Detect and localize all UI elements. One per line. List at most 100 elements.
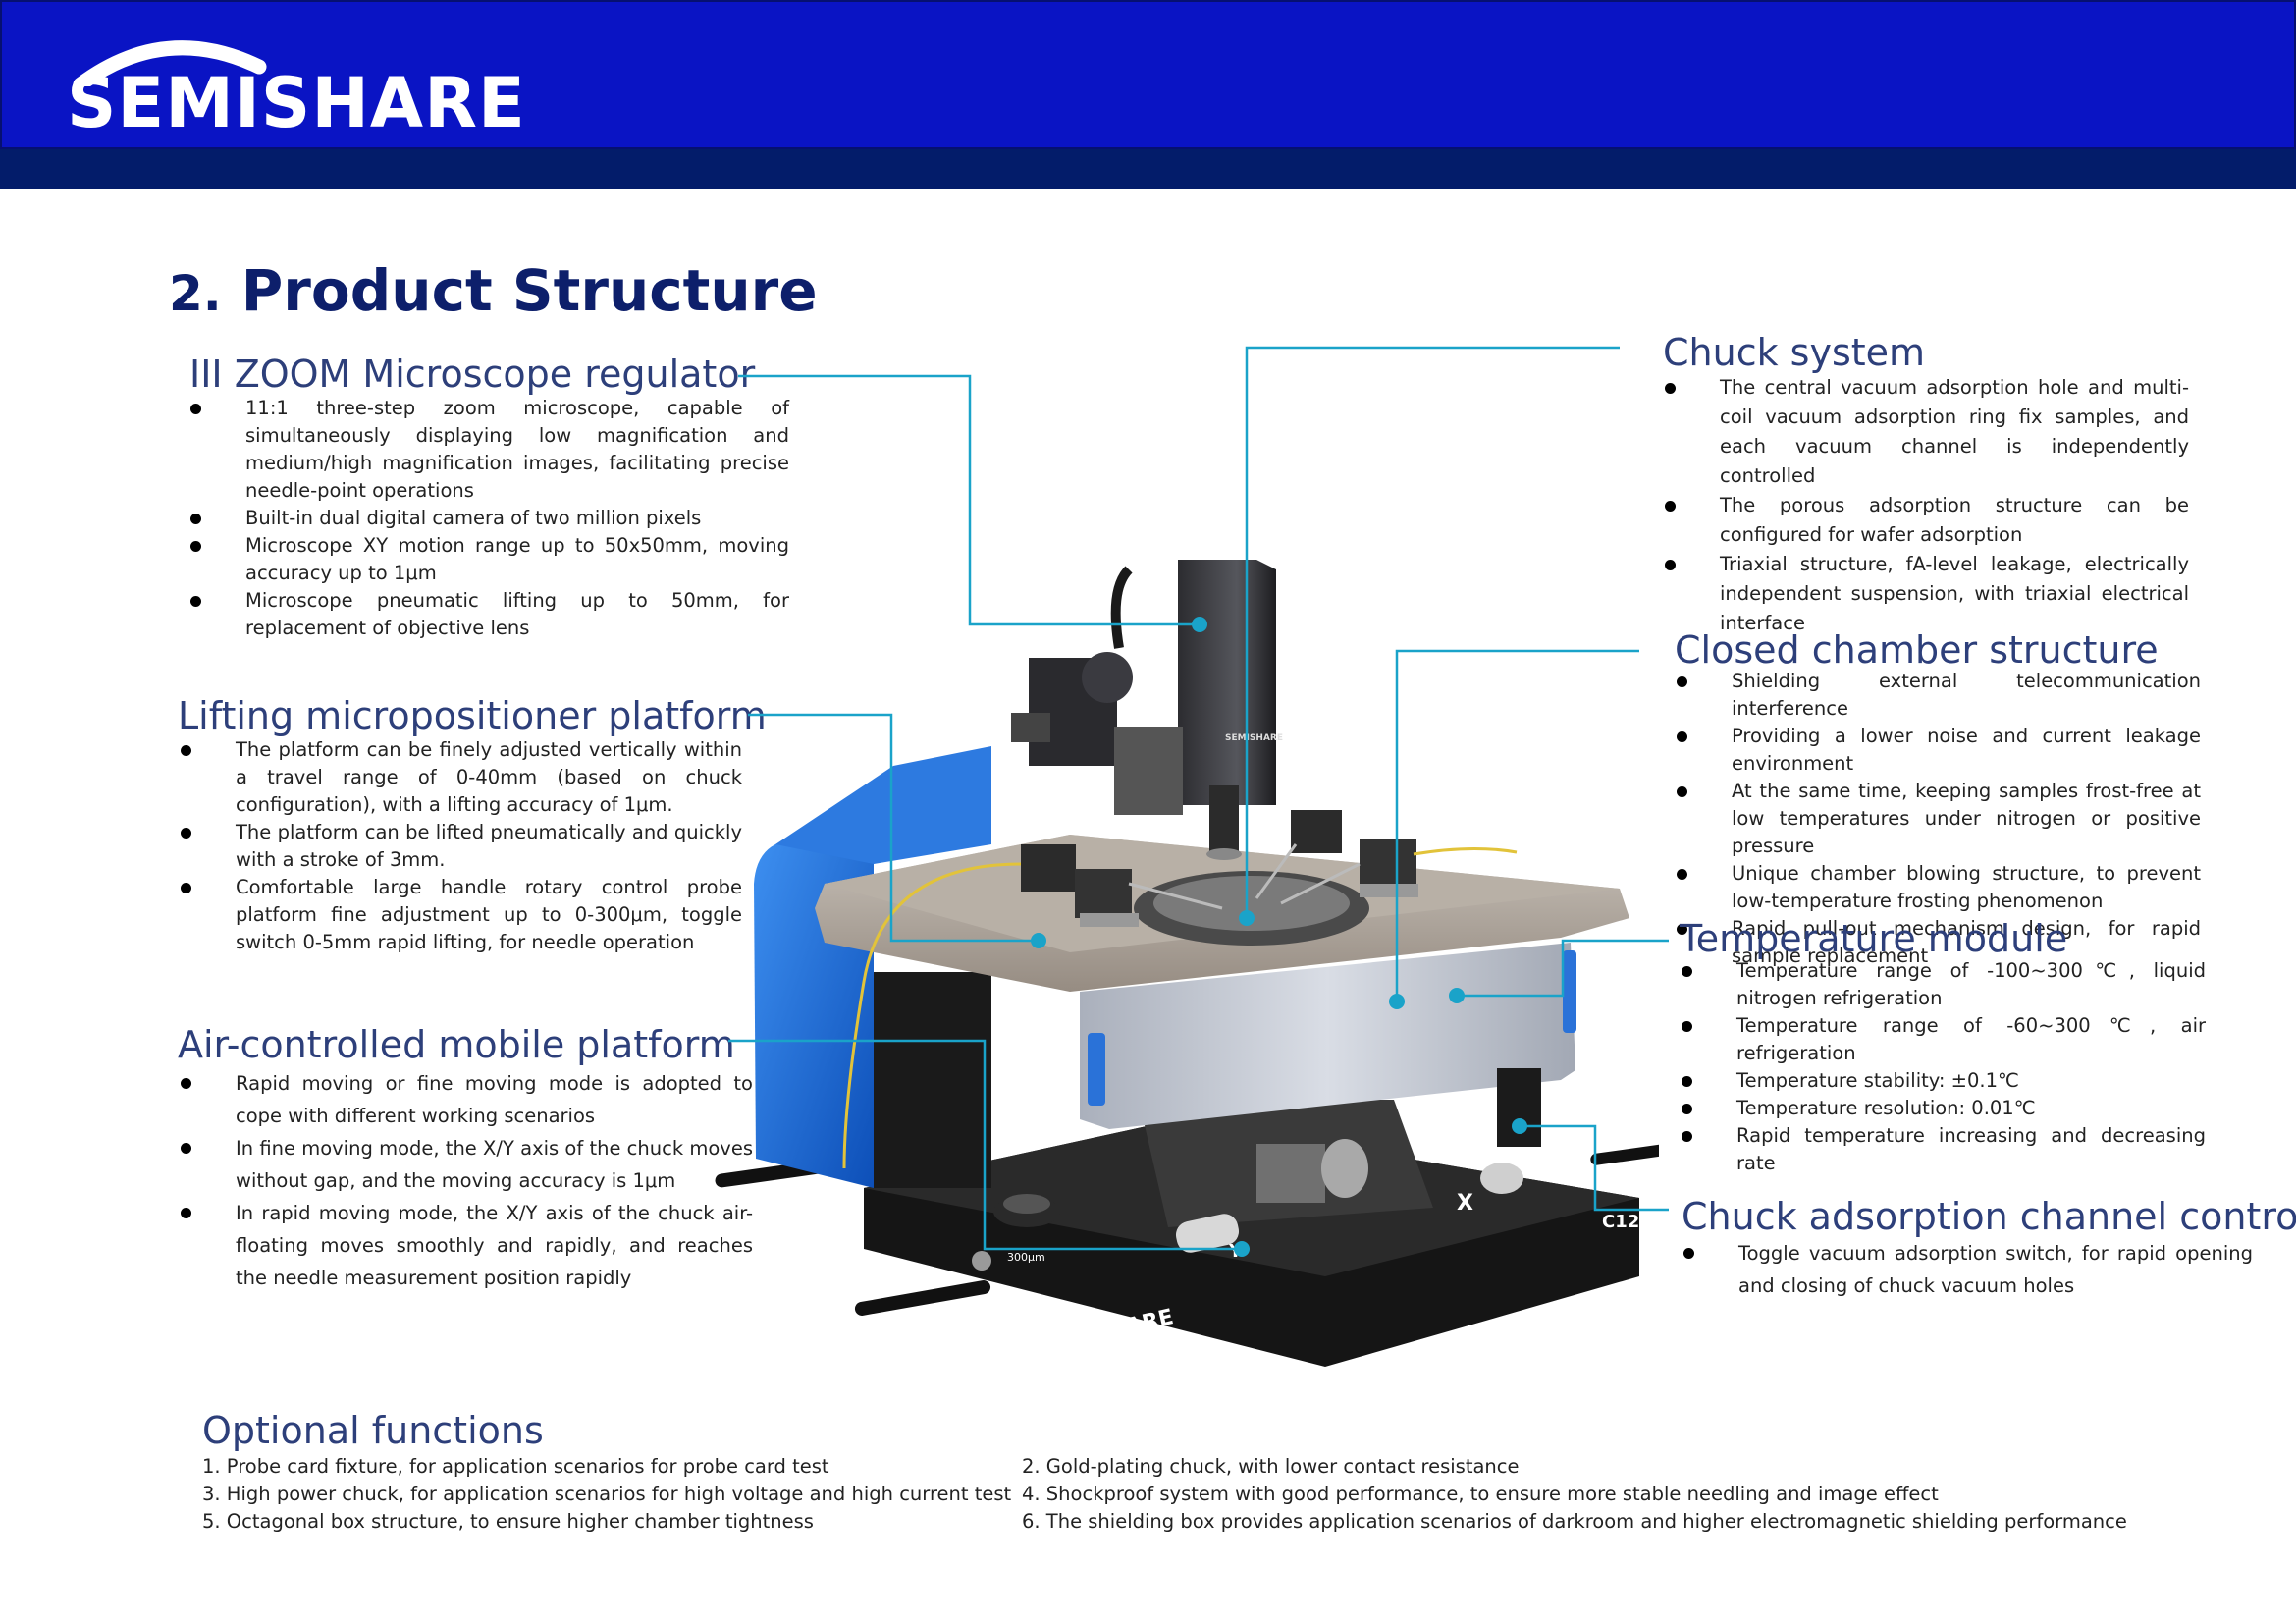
list-item: The platform can be finely adjusted vert… [181,736,742,819]
list-item: Built-in dual digital camera of two mill… [190,505,789,532]
adsorption-list: Toggle vacuum adsorption switch, for rap… [1683,1237,2253,1302]
probe-station-illustration: X Y C12 SEMISHARE 300μm SEMISHARE [715,560,1659,1367]
callout-dot-icon [1512,1118,1527,1134]
probe-positioners [1021,810,1418,927]
list-item: Rapid temperature increasing and decreas… [1682,1122,2206,1177]
list-item: Triaxial structure, fA-level leakage, el… [1665,550,2189,638]
callout-dot-icon [1031,933,1046,948]
list-item: In fine moving mode, the X/Y axis of the… [181,1132,753,1197]
list-item: 11:1 three-step zoom microscope, capable… [190,395,789,505]
list-item: Microscope XY motion range up to 50x50mm… [190,532,789,587]
chuck-title: Chuck system [1663,331,1926,374]
chamber-clip-right-icon [1563,950,1576,1033]
logo-arc-icon [73,40,267,86]
microscope-cable [1110,566,1133,649]
model-label: C12 [1602,1212,1639,1232]
yellow-cable [1413,846,1518,856]
callout-dot-icon [1389,994,1405,1009]
list-item: At the same time, keeping samples frost-… [1677,778,2201,860]
callout-air [728,1039,1242,1251]
callout-chamber [1395,649,1639,1001]
probe-needle-icon [1280,862,1361,905]
scale-label: 300μm [1007,1251,1045,1264]
microscope-side-block [1011,713,1050,742]
yellow-cable [842,862,1022,1169]
callout-dot-icon [1449,988,1465,1003]
header-band [0,149,2296,189]
semishare-logo: SEMISHARE [67,27,525,137]
positioner-base-icon [1360,884,1418,897]
handle-front-icon [854,1280,991,1316]
list-item: Unique chamber blowing structure, to pre… [1677,860,2201,915]
callout-dot-icon [1239,910,1255,926]
list-item: Microscope pneumatic lifting up to 50mm,… [190,587,789,642]
callout-microscope [738,374,1200,626]
positioner-base-icon [1080,913,1139,927]
air-title: Air-controlled mobile platform [178,1023,735,1066]
list-item: Temperature resolution: 0.01℃ [1682,1095,2206,1122]
list-item: The platform can be lifted pneumatically… [181,819,742,874]
probe-positioner-icon [1075,869,1132,918]
x-knob-icon [1480,1163,1523,1194]
callout-dot-icon [1192,617,1207,632]
list-item: Comfortable large handle rotary control … [181,874,742,956]
lifting-title: Lifting micropositioner platform [178,694,767,737]
ball-joint-icon [972,1251,991,1271]
temperature-title: Temperature module [1680,917,2068,960]
optional-item: 5. Octagonal box structure, to ensure hi… [202,1510,814,1533]
page-title: 2. Product Structure [169,257,818,324]
optional-item: 6. The shielding box provides applicatio… [1022,1510,2127,1533]
optional-functions-title: Optional functions [202,1409,544,1452]
blue-top-panel [775,746,991,864]
probe-positioner-icon [1021,844,1076,892]
list-item: Temperature range of -100~300℃, liquid n… [1682,957,2206,1012]
section-title: Product Structure [240,257,818,324]
chuck-list: The central vacuum adsorption hole and m… [1665,373,2189,638]
callout-temperature [1457,939,1669,998]
probe-needle-icon [1255,843,1298,899]
list-item: Temperature range of -60~300℃, air refri… [1682,1012,2206,1067]
microscope-list: 11:1 three-step zoom microscope, capable… [190,395,789,642]
chuck-surface [1153,876,1350,931]
objective-tip-icon [1206,848,1242,860]
microscope-xy-stage [1114,727,1183,815]
list-item: Shielding external telecommunication int… [1677,668,2201,723]
optional-item: 2. Gold-plating chuck, with lower contac… [1022,1455,1520,1478]
stage-knob-icon [1321,1139,1368,1198]
temperature-list: Temperature range of -100~300℃, liquid n… [1682,957,2206,1177]
objective-lens-icon [1209,785,1239,854]
callout-adsorption [1520,1124,1669,1212]
adsorption-title: Chuck adsorption channel control [1682,1195,2296,1238]
optional-item: 1. Probe card fixture, for application s… [202,1455,829,1478]
microscope-brand-label: SEMISHARE [1225,733,1283,743]
list-item: Providing a lower noise and current leak… [1677,723,2201,778]
y-knob-icon [1175,1214,1240,1253]
fine-adjust-knob-top-icon [1003,1194,1050,1214]
chamber-list: Shielding external telecommunication int… [1677,668,2201,970]
microscope-zoom-knob-icon [1082,652,1133,703]
list-item: Temperature stability: ±0.1℃ [1682,1067,2206,1095]
optional-item: 4. Shockproof system with good performan… [1022,1483,1939,1505]
header-bar: SEMISHARE [0,0,2296,149]
probe-positioner-icon [1291,810,1342,853]
axis-x-label: X [1457,1191,1473,1216]
list-item: The central vacuum adsorption hole and m… [1665,373,2189,491]
chamber-title: Closed chamber structure [1675,628,2159,672]
lifting-list: The platform can be finely adjusted vert… [181,736,742,956]
probe-needle-icon [1128,882,1223,910]
stage-block [1256,1144,1325,1203]
logo-text: SEMISHARE [67,63,526,143]
list-item: Rapid pull-out mechanism design, for rap… [1677,915,2201,970]
callout-lifting [748,713,1039,943]
list-item: Toggle vacuum adsorption switch, for rap… [1683,1237,2253,1302]
list-item: The porous adsorption structure can be c… [1665,491,2189,550]
closed-chamber [1080,943,1575,1129]
list-item: Rapid moving or fine moving mode is adop… [181,1067,753,1132]
handle-right-icon [1590,1142,1659,1165]
list-item: In rapid moving mode, the X/Y axis of th… [181,1197,753,1294]
chamber-clip-left-icon [1088,1033,1105,1106]
black-pillar [874,972,991,1188]
callout-dot-icon [1234,1241,1250,1257]
section-number: 2. [169,265,222,322]
